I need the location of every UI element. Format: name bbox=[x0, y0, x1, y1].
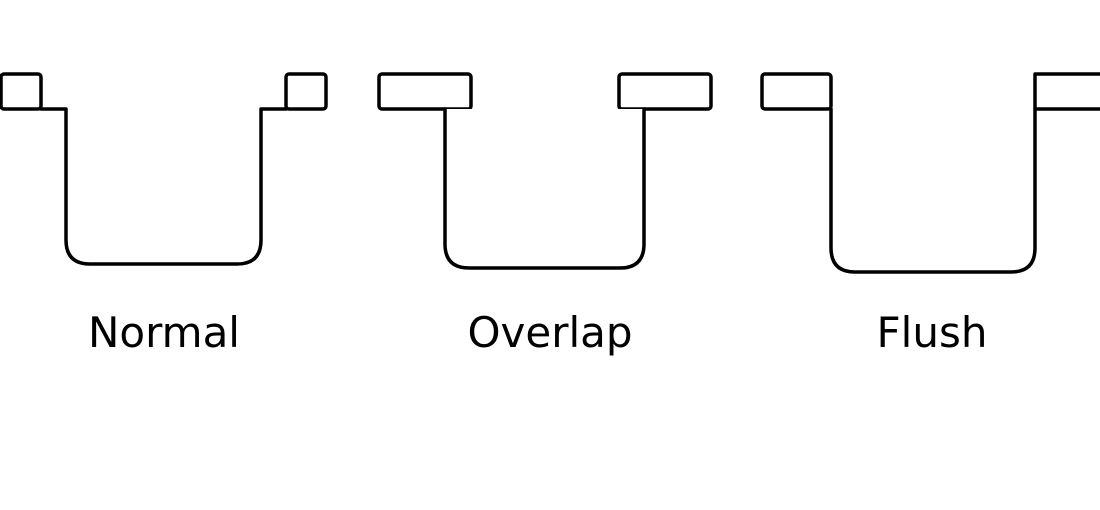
normal-left-door bbox=[0, 72, 43, 111]
overlap-right-door bbox=[617, 72, 713, 111]
panel-normal: Normal bbox=[0, 72, 328, 357]
flush-cabinet-body bbox=[829, 107, 1037, 274]
panel-flush: Flush bbox=[760, 72, 1100, 357]
normal-cabinet-body bbox=[39, 107, 288, 266]
normal-label: Normal bbox=[88, 308, 240, 357]
overlap-left-door bbox=[377, 72, 473, 111]
flush-left-door bbox=[760, 72, 833, 111]
flush-label: Flush bbox=[877, 308, 988, 357]
normal-right-door bbox=[284, 72, 328, 111]
overlap-cabinet-body bbox=[443, 107, 646, 270]
flush-right-door bbox=[1033, 72, 1100, 111]
overlap-label: Overlap bbox=[467, 308, 632, 357]
panel-overlap: Overlap bbox=[377, 72, 713, 357]
